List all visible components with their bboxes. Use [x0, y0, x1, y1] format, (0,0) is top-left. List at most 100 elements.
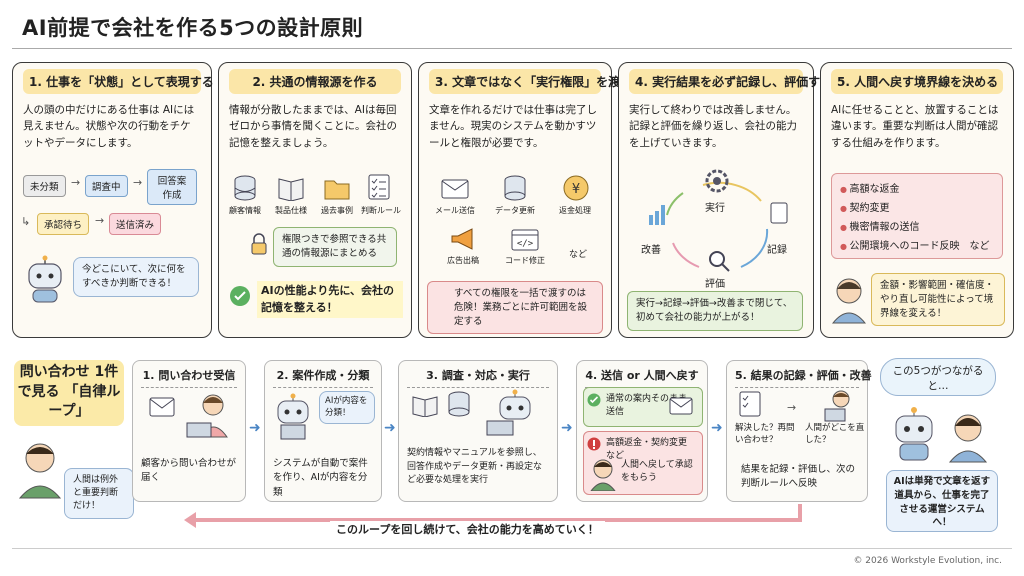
arrow-right-icon: ➜ [384, 420, 396, 436]
cycle-step: 実行 [705, 203, 725, 214]
step-text: 顧客から問い合わせが届く [141, 458, 237, 484]
step-ng-text: 高額返金・契約変更など [606, 438, 688, 462]
arrow-right-icon: ➜ [249, 420, 261, 436]
principle-card-2: 2. 共通の情報源を作る 情報が分散したままでは、AIは毎回ゼロから事情を聞くこ… [218, 62, 412, 338]
checklist-icon [739, 391, 761, 417]
footer-divider [12, 548, 1012, 549]
loop-title: 問い合わせ 1件で見る 「自律ループ」 [14, 360, 124, 426]
arrow-right-icon: ➜ [561, 420, 573, 436]
tool-label: メール送信 [435, 206, 475, 215]
step-title: 4. 送信 or 人間へ戻す [585, 367, 699, 388]
question-text: 人間がどこを直した？ [805, 423, 865, 445]
person-icon [18, 443, 62, 499]
loop-step-1: 1. 問い合わせ受信 顧客から問い合わせが届く [132, 360, 246, 502]
card-body: 人の頭の中だけにある仕事は AIには見えません。状態や次の行動をチケットやデータ… [23, 104, 195, 149]
loop-step-4: 4. 送信 or 人間へ戻す 通常の案内そのまま送信 高額返金・契約変更など 人… [576, 360, 708, 502]
page-title: AI前提で会社を作る5つの設計原則 [22, 16, 364, 40]
copyright: © 2026 Workstyle Evolution, inc. [853, 556, 1002, 566]
list-item: 公開環境へのコード反映 など [840, 235, 994, 254]
database-icon [504, 175, 526, 201]
principle-card-4: 4. 実行結果を必ず記録し、評価する 実行して終わりでは改善しません。記録と評価… [618, 62, 832, 338]
loop-caption: このループを回し続けて、会社の能力を高めていく！ [330, 521, 605, 537]
cycle-note: 実行→記録→評価→改善まで閉じて、初めて会社の能力が上がる！ [627, 291, 803, 331]
arrow-icon: → [133, 176, 143, 189]
send-ok-box: 通常の案内そのまま送信 [583, 387, 703, 427]
source-label: 過去事例 [321, 206, 353, 215]
checklist-icon [368, 174, 390, 200]
robot-icon [277, 393, 309, 440]
cycle-step: 記録 [767, 245, 787, 256]
robot-and-person-icon [895, 407, 988, 463]
check-circle-icon [587, 393, 601, 407]
step-text: 結果を記録・評価し、次の判断ルールへ反映 [741, 464, 856, 490]
person-at-laptop-icon [824, 390, 850, 422]
arrow-icon: → [95, 214, 105, 227]
step-title: 1. 問い合わせ受信 [141, 367, 237, 388]
loop-return-arrow [184, 504, 802, 528]
question-text: 解決した？再問い合わせ？ [735, 423, 795, 445]
speech-bubble: 金額・影響範囲・確信度・やり直し可能性によって境界線を変える！ [871, 273, 1005, 327]
card-title: 2. 共通の情報源を作る [229, 69, 401, 94]
list-item: 契約変更 [840, 197, 994, 216]
tool-label: コード修正 [505, 256, 545, 265]
improvement-cycle-diagram [649, 169, 788, 272]
arrow-icon: → [71, 176, 81, 189]
card-title: 3. 文章ではなく「実行権限」を渡す [429, 69, 632, 94]
database-icon [448, 391, 470, 417]
step-title: 5. 結果の記録・評価・改善 [735, 367, 872, 388]
loop-step-5: 5. 結果の記録・評価・改善 → 解決した？再問い合わせ？ 人間がどこを直した？… [726, 360, 872, 502]
tool-label: 広告出稿 [447, 256, 479, 265]
card-body: AIに任せることと、放置することは違います。重要な判断は人間が確認する仕組みを作… [831, 104, 999, 149]
tool-label: 返金処理 [559, 206, 591, 215]
etc-label: など [569, 250, 588, 260]
person-at-laptop-icon [186, 394, 228, 438]
robot-icon [486, 389, 531, 436]
step-ng-action: 人間へ戻して承認をもらう [621, 460, 693, 484]
list-item: 機密情報の送信 [840, 216, 994, 235]
book-icon [278, 178, 304, 201]
card-title: 1. 仕事を「状態」として表現する [23, 69, 214, 94]
tool-label: データ更新 [495, 206, 535, 215]
code-window-icon: </> [511, 229, 539, 251]
principle-card-5: 5. 人間へ戻す境界線を決める AIに任せることと、放置することは違います。重要… [820, 62, 1014, 338]
state-chip: 未分類 [23, 175, 66, 197]
folder-icon [324, 180, 350, 200]
speech-bubble: 人間は例外と重要判断だけ！ [64, 468, 134, 520]
step-text: システムが自動で案件を作り、AIが内容を分類 [273, 458, 368, 498]
state-chip: 承認待ち [37, 213, 90, 235]
database-icon [234, 175, 256, 201]
source-label: 判断ルール [361, 206, 401, 215]
loop-step-2: 2. 案件作成・分類 AIが内容を分類！ システムが自動で案件を作り、AIが内容… [264, 360, 382, 502]
yen-coin-icon: ¥ [563, 175, 589, 201]
cycle-step: 評価 [705, 279, 725, 290]
arrow-icon: → [787, 401, 797, 414]
lock-note: 権限つきで参照できる共通の情報源にまとめる [273, 227, 397, 267]
alert-icon [587, 437, 601, 451]
step-text: 契約情報やマニュアルを参照し、回答作成やデータ更新・再設定など必要な処理を実行 [407, 448, 543, 485]
card-title: 4. 実行結果を必ず記録し、評価する [629, 69, 832, 94]
state-chip: 送信済み [109, 213, 162, 235]
robot-icon [28, 255, 62, 303]
svg-text:</>: </> [517, 239, 534, 249]
step-ok-text: 通常の案内そのまま送信 [606, 394, 688, 418]
mail-icon [441, 179, 469, 199]
title-divider [12, 48, 1012, 49]
card-body: 情報が分散したままでは、AIは毎回ゼロから事情を聞くことに。会社の記憶を整えまし… [229, 104, 397, 149]
check-circle-icon [230, 286, 250, 306]
highlight-text: AIの性能より先に、会社の記憶を整える！ [257, 281, 403, 318]
summary-bubble: この5つがつながると… [880, 358, 996, 396]
megaphone-icon [451, 228, 473, 250]
arrow-right-icon: ➜ [711, 420, 723, 436]
step-title: 2. 案件作成・分類 [273, 367, 373, 388]
loop-step-3: 3. 調査・対応・実行 契約情報やマニュアルを参照し、回答作成やデータ更新・再設… [398, 360, 558, 502]
human-check-list: 高額な返金 契約変更 機密情報の送信 公開環境へのコード反映 など [831, 173, 1003, 259]
lock-icon [251, 233, 267, 255]
list-item: 高額な返金 [840, 178, 994, 197]
person-icon [590, 459, 616, 491]
state-chip: 調査中 [85, 175, 128, 197]
mail-icon [149, 397, 175, 417]
speech-bubble: 今どこにいて、次に何をすべきか判断できる！ [73, 257, 199, 297]
source-label: 顧客情報 [229, 206, 261, 215]
card-title: 5. 人間へ戻す境界線を決める [831, 69, 1003, 94]
state-chip: 回答案作成 [147, 169, 197, 205]
